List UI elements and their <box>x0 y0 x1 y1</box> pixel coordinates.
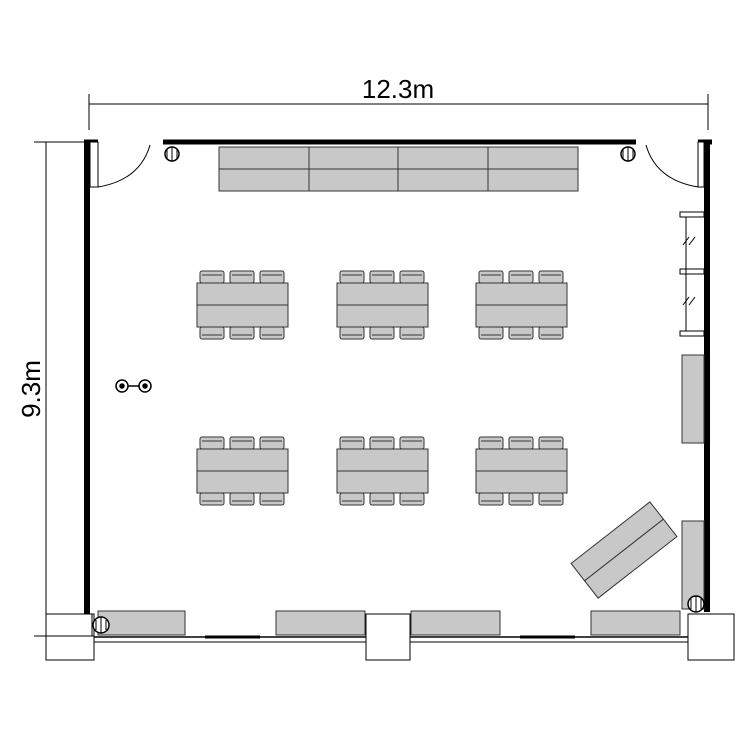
table-group <box>336 436 429 506</box>
table <box>475 448 568 472</box>
table <box>196 304 289 328</box>
table <box>196 282 289 306</box>
chair <box>259 492 285 506</box>
right-shelves <box>679 211 705 337</box>
table-group <box>475 270 568 340</box>
table-group <box>196 436 289 506</box>
wall-fixture-icon <box>115 379 152 393</box>
chair <box>259 270 285 284</box>
width-dimension: 12.3m <box>88 74 709 130</box>
chair <box>538 326 564 340</box>
chair <box>399 492 425 506</box>
chair <box>199 326 225 340</box>
chair <box>229 326 255 340</box>
chair <box>508 270 534 284</box>
table <box>475 282 568 306</box>
chair <box>199 270 225 284</box>
angled-table <box>570 501 678 599</box>
chair <box>399 270 425 284</box>
chair <box>199 492 225 506</box>
chair <box>259 326 285 340</box>
height-dimension: 9.3m <box>16 141 90 637</box>
table <box>336 282 429 306</box>
chair <box>538 436 564 450</box>
chair <box>369 326 395 340</box>
chair <box>508 436 534 450</box>
table-group <box>475 436 568 506</box>
chair <box>199 436 225 450</box>
chair <box>229 270 255 284</box>
chair <box>478 436 504 450</box>
table <box>196 448 289 472</box>
chair <box>399 436 425 450</box>
right-cabinets <box>681 354 705 610</box>
chair <box>259 436 285 450</box>
chair <box>339 270 365 284</box>
table-groups <box>196 270 568 506</box>
chair <box>478 270 504 284</box>
door-left <box>97 144 180 188</box>
pillar-symbols <box>92 595 705 634</box>
chair <box>399 326 425 340</box>
chair <box>478 326 504 340</box>
bottom-structure <box>45 613 735 661</box>
height-label: 9.3m <box>16 360 46 418</box>
table <box>475 304 568 328</box>
chair <box>538 492 564 506</box>
chair <box>229 436 255 450</box>
width-label: 12.3m <box>362 74 434 104</box>
top-cabinets <box>218 146 579 192</box>
table <box>336 470 429 494</box>
chair <box>339 326 365 340</box>
chair <box>339 492 365 506</box>
table <box>336 448 429 472</box>
bottom-cabinets <box>97 610 681 636</box>
table <box>336 304 429 328</box>
chair <box>369 436 395 450</box>
chair <box>339 436 365 450</box>
chair <box>369 270 395 284</box>
door-right <box>620 144 699 188</box>
table-group <box>336 270 429 340</box>
chair <box>229 492 255 506</box>
table <box>196 470 289 494</box>
chair <box>478 492 504 506</box>
chair <box>538 270 564 284</box>
table <box>475 470 568 494</box>
chair <box>508 326 534 340</box>
table-group <box>196 270 289 340</box>
chair <box>369 492 395 506</box>
chair <box>508 492 534 506</box>
